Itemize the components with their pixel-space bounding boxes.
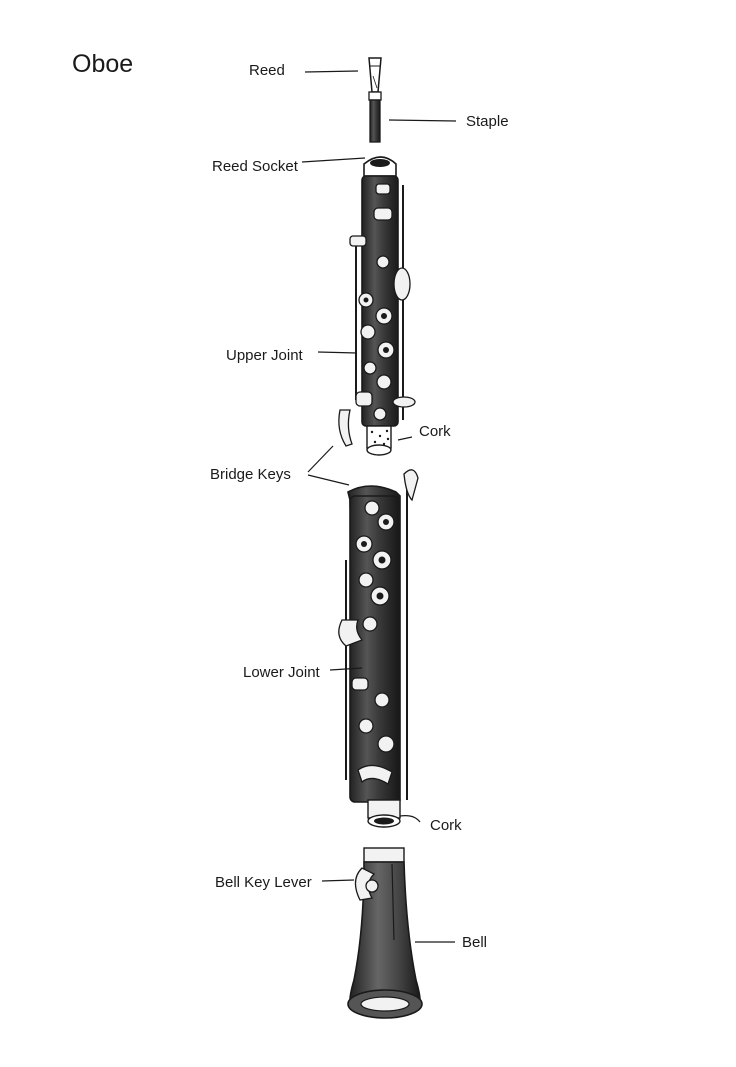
label-lower-joint: Lower Joint [243, 665, 320, 680]
bell-part [348, 848, 422, 1018]
label-bridge-keys: Bridge Keys [210, 467, 291, 482]
leader-bridge-keys [308, 446, 333, 472]
leader-reed-socket [302, 158, 365, 162]
label-cork-lower: Cork [430, 818, 462, 833]
label-staple: Staple [466, 114, 509, 129]
leader-cork-upper [398, 437, 412, 440]
diagram-title: Oboe [72, 50, 133, 79]
label-cork-upper: Cork [419, 424, 451, 439]
reed-part [369, 58, 381, 92]
leader-bell-key-lever [322, 880, 354, 881]
leader-bridge-keys-2 [308, 475, 349, 485]
staple-part [369, 92, 381, 142]
label-bell-key-lever: Bell Key Lever [215, 875, 312, 890]
leader-cork-lower [400, 816, 420, 822]
label-upper-joint: Upper Joint [226, 348, 303, 363]
label-bell: Bell [462, 935, 487, 950]
leader-reed [305, 71, 358, 72]
leader-staple [389, 120, 456, 121]
label-reed-socket: Reed Socket [212, 159, 298, 174]
label-reed: Reed [249, 63, 285, 78]
lower-joint-part [339, 470, 418, 827]
leader-upper-joint [318, 352, 357, 353]
reed-socket-part [364, 157, 396, 176]
cork-upper-part [367, 426, 391, 455]
upper-joint-part [339, 176, 415, 446]
